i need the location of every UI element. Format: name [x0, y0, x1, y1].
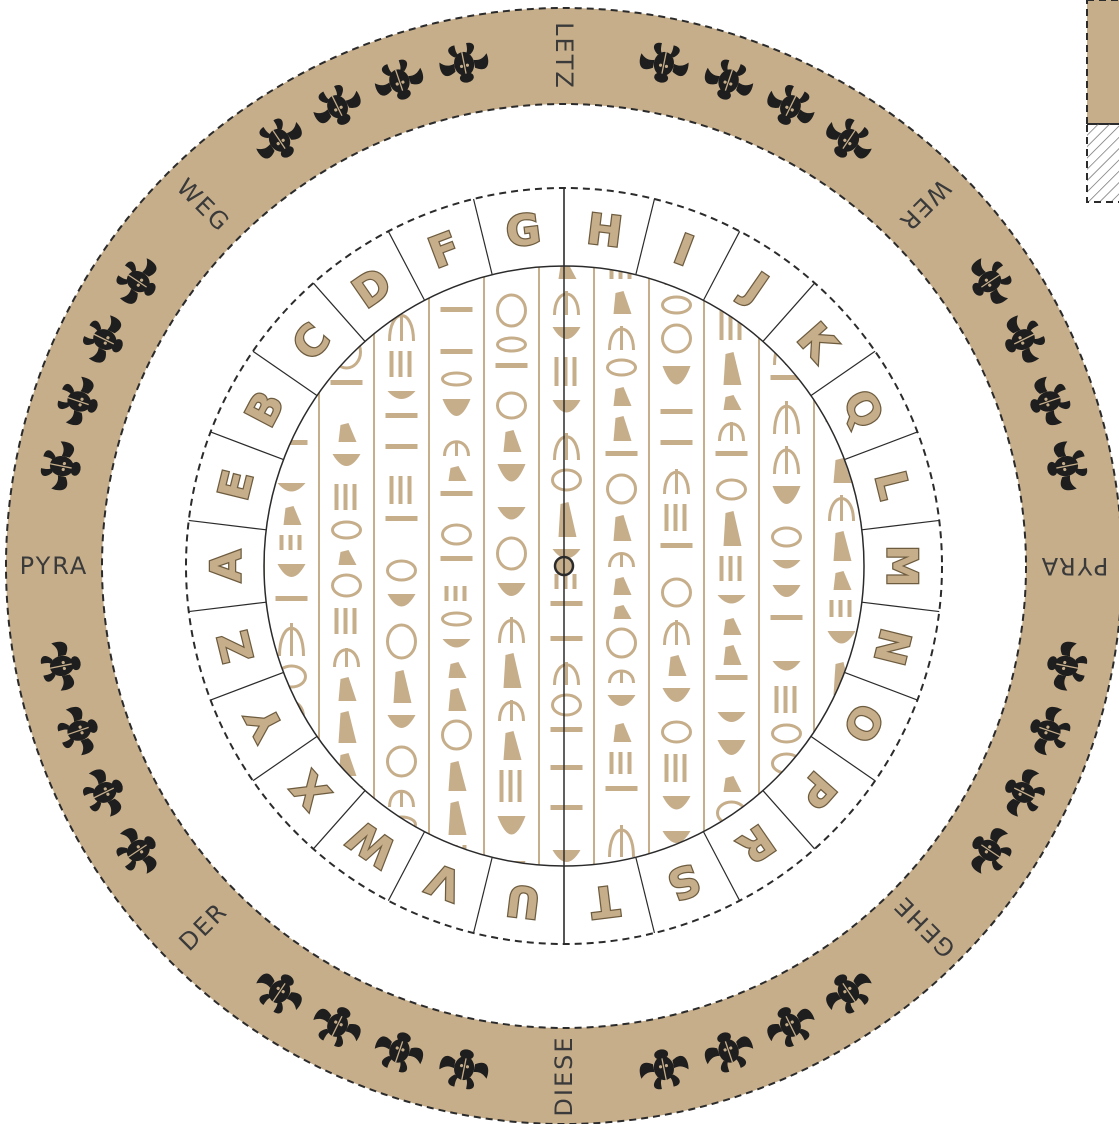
hieroglyph-icon — [441, 307, 473, 312]
hieroglyph-icon — [551, 727, 583, 732]
cipher-letter: H — [584, 204, 625, 257]
hieroglyph-icon — [441, 349, 473, 354]
hieroglyph-icon — [386, 413, 418, 418]
hieroglyph-icon — [555, 357, 577, 386]
hieroglyph-icon — [500, 770, 522, 802]
hieroglyph-icon — [278, 869, 306, 881]
hieroglyph-icon — [716, 451, 748, 456]
cipher-letter: G — [503, 204, 543, 257]
hieroglyph-icon — [828, 264, 856, 283]
hieroglyph-icon — [331, 380, 363, 385]
ring-word: DIESE — [550, 1035, 578, 1116]
hieroglyph-icon — [828, 846, 856, 867]
ring-word: LETZ — [550, 22, 578, 90]
hieroglyph-icon — [551, 636, 583, 641]
hieroglyph-icon — [284, 838, 302, 857]
hieroglyph-icon — [390, 351, 412, 377]
hieroglyph-icon — [610, 752, 632, 774]
ring-word: PYRA — [20, 552, 89, 580]
hieroglyph-icon — [551, 805, 583, 810]
ring-word: PYRA — [1040, 552, 1109, 580]
hieroglyph-icon — [665, 504, 687, 531]
cipher-letter: M — [878, 545, 927, 587]
hieroglyph-icon — [661, 409, 693, 414]
hieroglyph-icon — [716, 675, 748, 680]
hieroglyph-icon — [441, 556, 473, 561]
hieroglyph-icon — [606, 451, 638, 456]
hieroglyph-icon — [551, 765, 583, 770]
cipher-letter: U — [503, 875, 543, 928]
hieroglyph-icon — [284, 264, 302, 290]
hieroglyph-icon — [606, 786, 638, 791]
hieroglyph-icon — [276, 596, 308, 601]
hieroglyph-icon — [496, 363, 528, 368]
hieroglyph-icon — [390, 476, 412, 504]
hieroglyph-icon — [280, 535, 302, 550]
hieroglyph-icon — [551, 601, 583, 606]
hieroglyph-icon — [555, 574, 577, 589]
hieroglyph-icon — [661, 440, 693, 445]
hatched-tab-icon — [1087, 124, 1119, 202]
hieroglyph-icon — [386, 516, 418, 521]
cipher-letter: A — [202, 549, 251, 582]
hieroglyph-icon — [335, 484, 357, 510]
hieroglyph-icon — [661, 543, 693, 548]
hieroglyph-icon — [386, 444, 418, 449]
hieroglyph-icon — [445, 586, 467, 601]
hieroglyph-icon — [720, 556, 742, 581]
hieroglyph-icon — [830, 600, 852, 617]
hieroglyph-icon — [441, 491, 473, 496]
hieroglyph-icon — [665, 754, 687, 782]
corner-fragment — [1087, 0, 1119, 202]
hieroglyph-icon — [771, 615, 803, 620]
hieroglyph-icon — [775, 686, 797, 713]
hieroglyph-icon — [335, 608, 357, 634]
